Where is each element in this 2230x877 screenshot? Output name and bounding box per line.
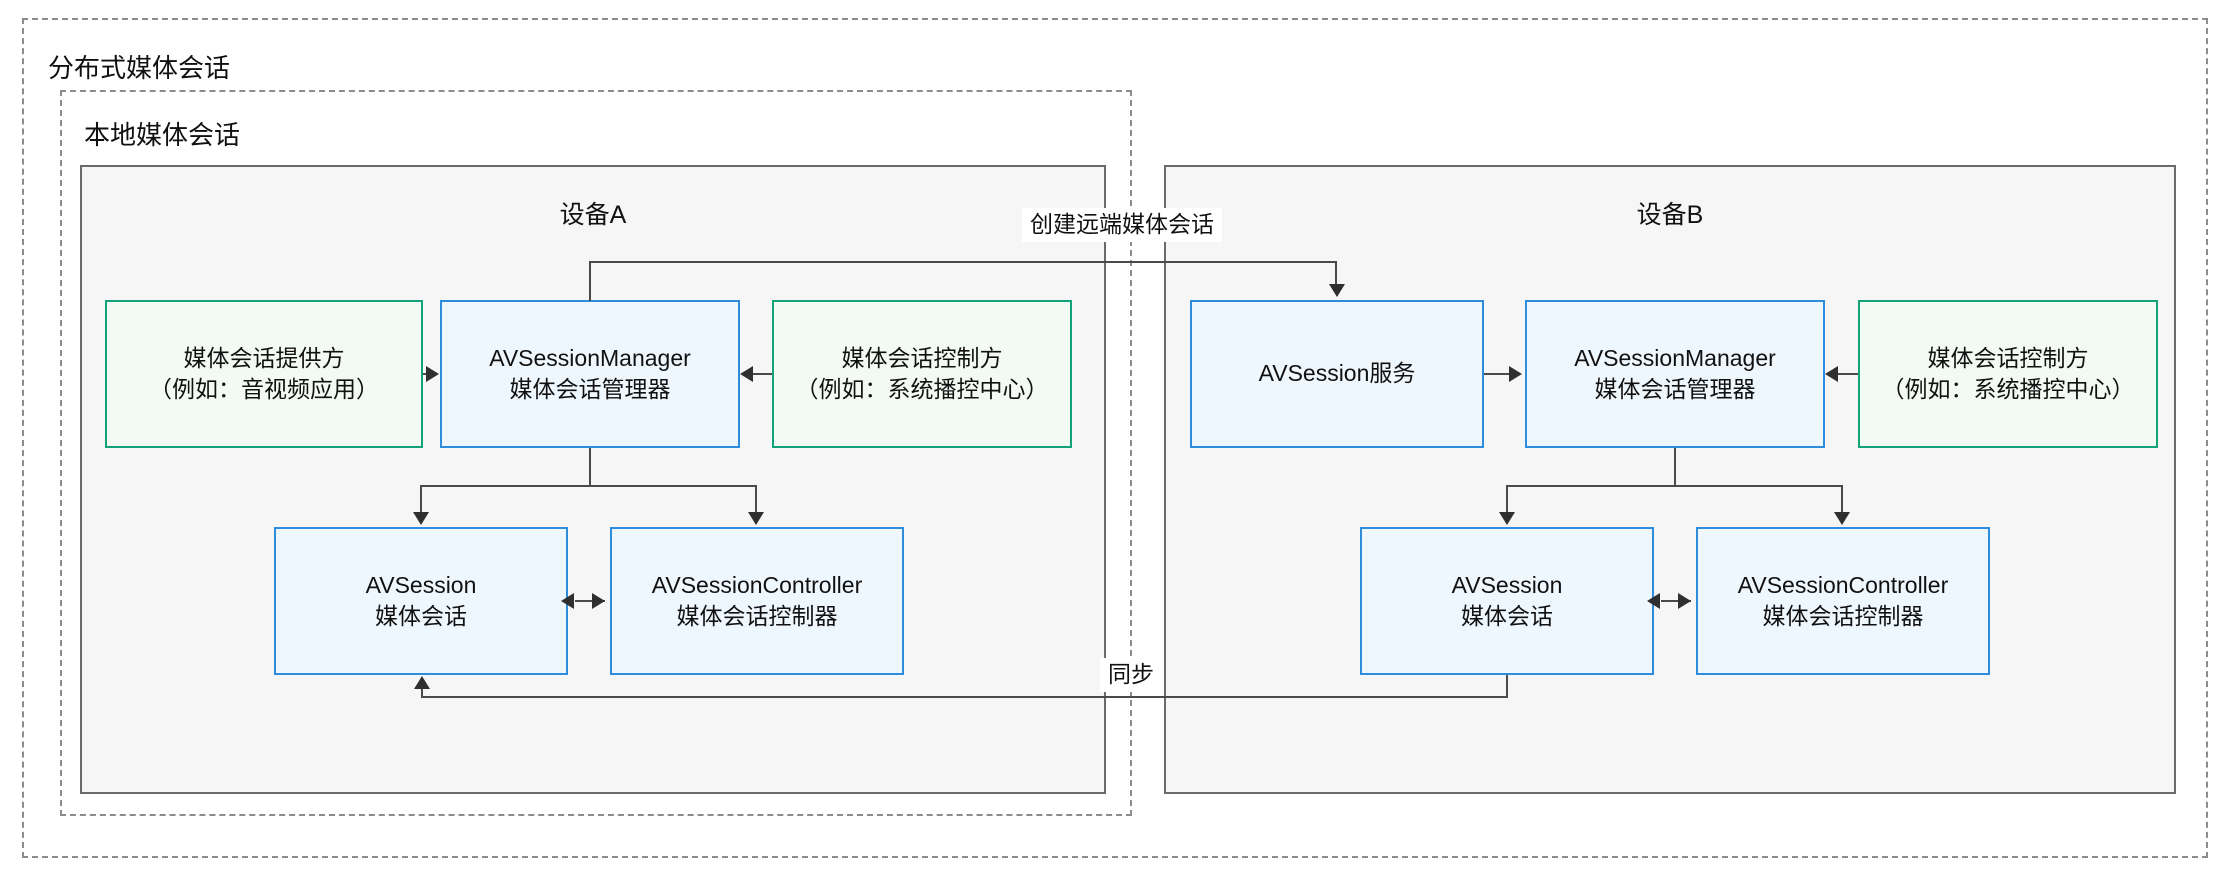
edge-b-manager-to-avsession-drop xyxy=(1506,485,1508,515)
device-b-avsession-service-box[interactable]: AVSession服务 xyxy=(1190,300,1484,448)
inner-container-label: 本地媒体会话 xyxy=(84,120,241,150)
edge-b-manager-to-avsessioncontroller-hline xyxy=(1674,485,1843,487)
device-b-avsession-box[interactable]: AVSession 媒体会话 xyxy=(1360,527,1654,675)
device-a-media-session-controller-party-box[interactable]: 媒体会话控制方 （例如：系统播控中心） xyxy=(772,300,1072,448)
outer-container-label: 分布式媒体会话 xyxy=(48,53,231,83)
edge-b-manager-to-avsessioncontroller-arrowhead xyxy=(1834,512,1850,525)
device-a-avsession-box[interactable]: AVSession 媒体会话 xyxy=(274,527,568,675)
node-line-2: 媒体会话 xyxy=(1461,603,1553,629)
outer-container-distributed-session xyxy=(22,18,2208,858)
edge-b-manager-to-avsessioncontroller-drop xyxy=(1841,485,1843,515)
device-b-panel xyxy=(1164,165,2176,794)
edge-create-remote-session-arrowhead xyxy=(1329,284,1345,297)
node-line-1: AVSession xyxy=(1451,571,1563,598)
edge-manager-to-avsession-hline xyxy=(420,485,591,487)
device-a-title: 设备A xyxy=(559,201,627,229)
node-line-1: 媒体会话控制方 xyxy=(1927,344,2089,371)
edge-avsession-avsessioncontroller-arrowhead-left xyxy=(561,593,574,609)
node-line-2: （例如：系统播控中心） xyxy=(795,376,1049,402)
edge-service-to-manager-arrowhead xyxy=(1509,366,1522,382)
edge-label-sync: 同步 xyxy=(1100,658,1162,692)
edge-manager-to-avsession-arrowhead xyxy=(413,512,429,525)
node-line-1: AVSessionManager xyxy=(489,344,691,371)
edge-create-remote-session-drop xyxy=(1335,261,1337,286)
node-line-1: AVSession服务 xyxy=(1258,360,1416,387)
device-b-avsessioncontroller-box[interactable]: AVSessionController 媒体会话控制器 xyxy=(1696,527,1990,675)
edge-create-remote-session-riser xyxy=(589,261,591,301)
edge-b-avsession-avsessioncontroller-arrowhead-right xyxy=(1678,593,1691,609)
edge-manager-to-avsessioncontroller-drop xyxy=(755,485,757,515)
node-line-2: 媒体会话控制器 xyxy=(676,603,838,629)
device-b-media-session-controller-party-box[interactable]: 媒体会话控制方 （例如：系统播控中心） xyxy=(1858,300,2158,448)
device-b-avsessionmanager-box[interactable]: AVSessionManager 媒体会话管理器 xyxy=(1525,300,1825,448)
edge-controllerparty-to-manager-arrowhead xyxy=(740,366,753,382)
node-line-1: 媒体会话控制方 xyxy=(841,344,1003,371)
edge-b-controllerparty-to-manager-line xyxy=(1838,373,1858,375)
edge-b-manager-to-avsession-arrowhead xyxy=(1499,512,1515,525)
node-line-2: （例如：系统播控中心） xyxy=(1881,376,2135,402)
edge-b-avsession-avsessioncontroller-line xyxy=(1661,600,1691,602)
edge-sync-riser xyxy=(421,688,423,698)
node-line-1: AVSession xyxy=(365,571,477,598)
edge-manager-to-avsessioncontroller-arrowhead xyxy=(748,512,764,525)
edge-avsession-avsessioncontroller-arrowhead-right xyxy=(592,593,605,609)
node-line-1: AVSessionController xyxy=(1737,571,1949,598)
edge-controllerparty-to-manager-line xyxy=(753,373,772,375)
edge-avsession-avsessioncontroller-line xyxy=(575,600,605,602)
device-b-title: 设备B xyxy=(1636,201,1704,229)
node-line-2: （例如：音视频应用） xyxy=(149,376,379,402)
edge-b-controllerparty-to-manager-arrowhead xyxy=(1825,366,1838,382)
inner-container-local-session xyxy=(60,90,1132,816)
edge-b-avsession-avsessioncontroller-arrowhead-left xyxy=(1647,593,1660,609)
node-line-1: AVSessionManager xyxy=(1574,344,1776,371)
node-line-2: 媒体会话管理器 xyxy=(1594,376,1756,402)
device-a-media-session-provider-box[interactable]: 媒体会话提供方 （例如：音视频应用） xyxy=(105,300,423,448)
device-a-panel xyxy=(80,165,1106,794)
edge-b-manager-to-avsession-hline xyxy=(1506,485,1676,487)
edge-provider-to-manager-arrowhead xyxy=(426,366,439,382)
node-line-2: 媒体会话 xyxy=(375,603,467,629)
edge-manager-to-avsession-drop xyxy=(420,485,422,515)
edge-manager-to-avsession-vline xyxy=(589,448,591,486)
edge-sync-arrowhead xyxy=(414,676,430,689)
device-a-avsessionmanager-box[interactable]: AVSessionManager 媒体会话管理器 xyxy=(440,300,740,448)
device-a-avsessioncontroller-box[interactable]: AVSessionController 媒体会话控制器 xyxy=(610,527,904,675)
node-line-1: 媒体会话提供方 xyxy=(183,344,345,371)
node-line-2: 媒体会话管理器 xyxy=(509,376,671,402)
edge-b-manager-to-avsession-vline xyxy=(1674,448,1676,486)
edge-manager-to-avsessioncontroller-hline xyxy=(589,485,757,487)
edge-label-create-remote-session: 创建远端媒体会话 xyxy=(1022,208,1222,242)
edge-service-to-manager-line xyxy=(1484,373,1512,375)
node-line-2: 媒体会话控制器 xyxy=(1762,603,1924,629)
node-line-1: AVSessionController xyxy=(651,571,863,598)
edge-sync-drop xyxy=(1506,675,1508,698)
edge-create-remote-session-hline xyxy=(589,261,1337,263)
edge-sync-hline xyxy=(421,696,1507,698)
